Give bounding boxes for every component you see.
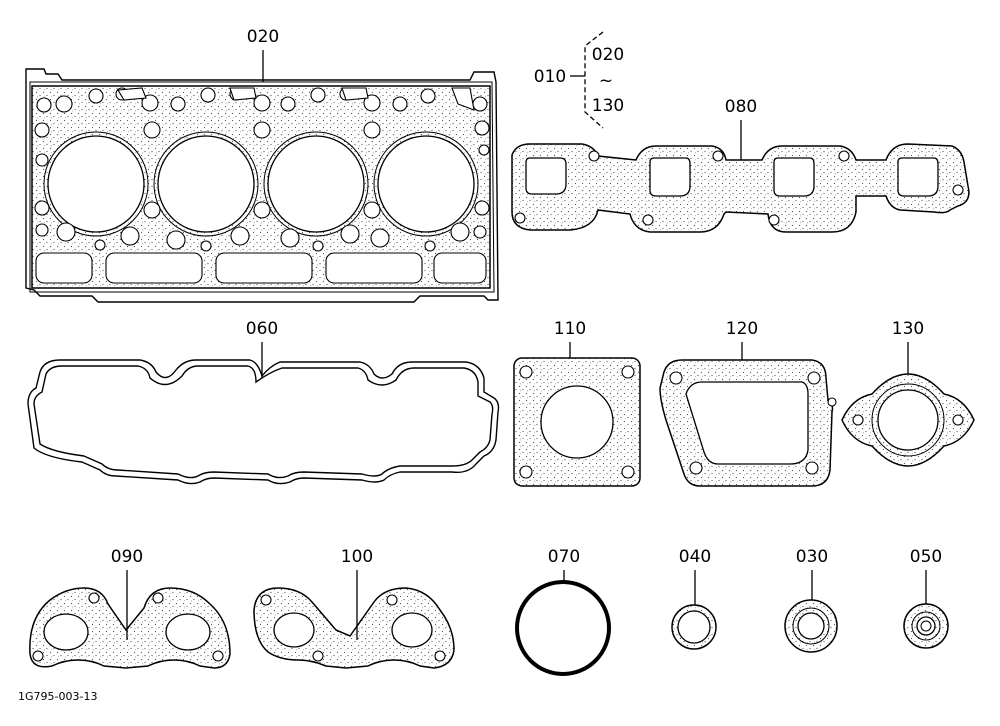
label-070: 070 — [548, 547, 580, 567]
square-flange-gasket-110 — [513, 357, 641, 487]
drawing-number: 1G795-003-13 — [18, 690, 97, 703]
cylinder-head-gasket-020 — [25, 68, 499, 303]
label-110: 110 — [554, 319, 586, 339]
oval-flange-gasket-130 — [841, 373, 975, 467]
label-020: 020 — [247, 27, 279, 47]
label-080: 080 — [725, 97, 757, 117]
washer-050 — [903, 603, 949, 649]
kit-range-from: 020 — [592, 45, 624, 65]
intake-manifold-gasket-100 — [253, 587, 455, 669]
label-130: 130 — [892, 319, 924, 339]
part-labels: 020 080 060 110 120 130 090 100 070 040 … — [18, 27, 942, 703]
label-040: 040 — [679, 547, 711, 567]
exhaust-manifold-gasket-080 — [511, 143, 970, 233]
washer-040 — [671, 604, 717, 650]
rocker-cover-gasket-060 — [27, 359, 500, 485]
o-ring-070 — [515, 580, 611, 676]
intake-manifold-gasket-090 — [29, 587, 231, 669]
label-120: 120 — [726, 319, 758, 339]
label-060: 060 — [246, 319, 278, 339]
thermostat-housing-gasket-120 — [659, 359, 837, 487]
kit-label-010: 010 — [534, 67, 566, 87]
leader-lines — [126, 31, 927, 640]
kit-range-to: 130 — [592, 96, 624, 116]
kit-range-sep: ~ — [599, 71, 613, 91]
label-100: 100 — [341, 547, 373, 567]
washer-030 — [784, 599, 838, 653]
label-050: 050 — [910, 547, 942, 567]
label-030: 030 — [796, 547, 828, 567]
label-090: 090 — [111, 547, 143, 567]
